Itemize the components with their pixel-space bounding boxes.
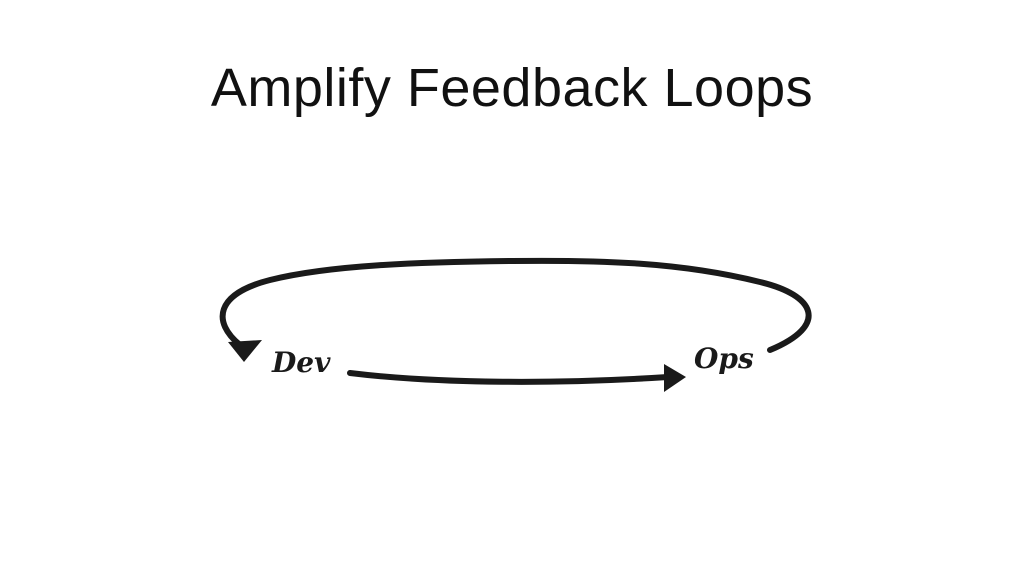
feedback-loop-arrow (219, 257, 812, 353)
feedback-loop-arrowhead (228, 340, 262, 362)
node-dev: Dev (271, 346, 331, 379)
dev-to-ops-arrowhead (664, 364, 686, 392)
slide-title: Amplify Feedback Loops (210, 58, 814, 118)
node-ops: Ops (694, 342, 754, 375)
dev-to-ops-arrow (347, 370, 671, 385)
